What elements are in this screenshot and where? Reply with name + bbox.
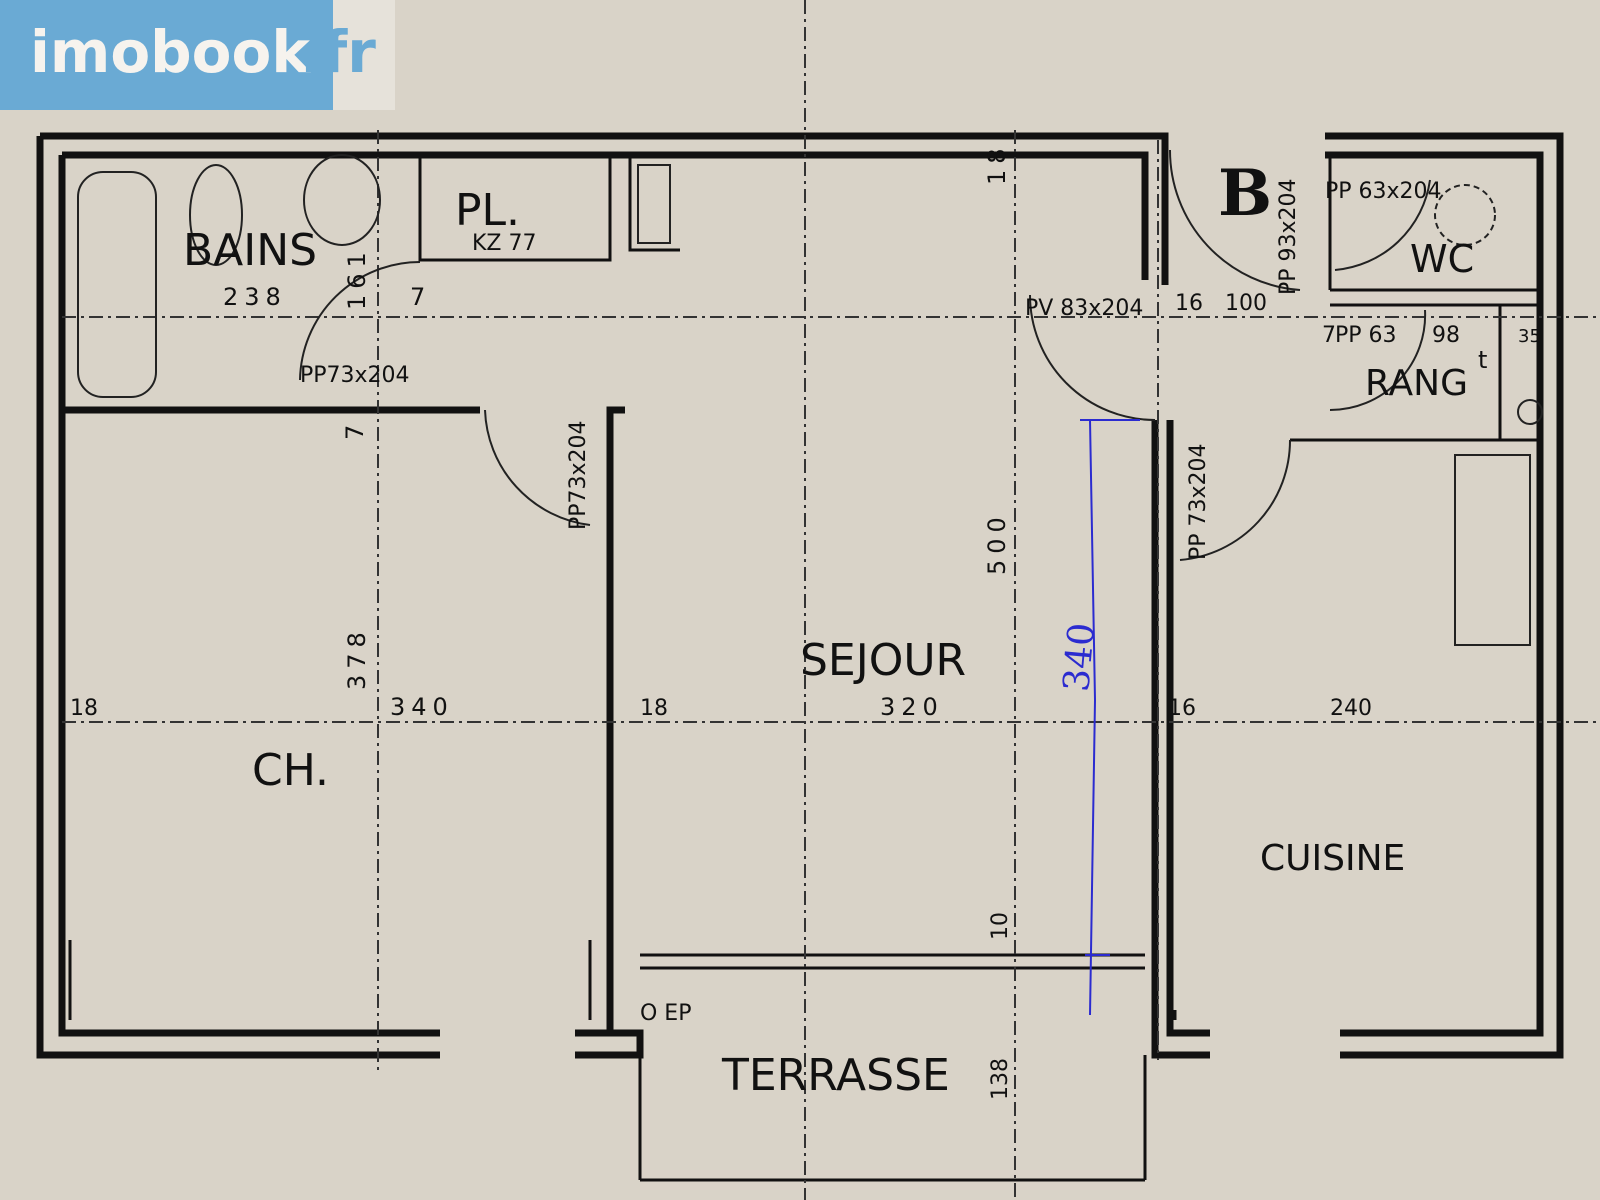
door-swings: [299, 149, 1431, 561]
dim-sejour-width: 320: [880, 693, 944, 721]
dim-bains-width: 238: [223, 283, 287, 311]
room-label-chambre: CH.: [252, 745, 329, 796]
boiler-icon: [637, 164, 671, 244]
room-label-rangement-sup: t: [1478, 346, 1487, 374]
door-label-hall: PP 93x204: [1276, 178, 1301, 295]
dim-wall-7c: 7: [1322, 323, 1336, 348]
fixtures: [77, 154, 1543, 646]
dim-cuisine-width: 240: [1330, 696, 1372, 721]
dim-wall-7b: 7: [341, 419, 369, 440]
dim-chambre-width: 340: [390, 693, 454, 721]
room-label-terrasse: TERRASSE: [721, 1050, 950, 1101]
dim-wall-7a: 7: [410, 283, 431, 311]
dim-rang-98: 98: [1432, 323, 1460, 348]
room-label-sejour: SEJOUR: [800, 635, 966, 686]
dim-rang-35: 35: [1518, 326, 1541, 347]
entry-marker: B: [1218, 156, 1272, 231]
room-label-cuisine: CUISINE: [1260, 838, 1405, 879]
door-label-cuisine: PP 73x204: [1186, 443, 1211, 560]
washbasin-icon: [303, 154, 381, 246]
sink-icon: [1454, 454, 1531, 646]
door-label-placard: KZ 77: [472, 231, 537, 256]
dim-hall-16: 16: [1175, 291, 1203, 316]
walls: [36, 132, 1564, 1182]
dim-chambre-depth: 378: [343, 626, 371, 690]
door-label-chambre: PP73x204: [566, 420, 591, 530]
bathtub-icon: [77, 171, 157, 398]
dim-terrace-10: 10: [988, 912, 1013, 940]
dim-terrace-depth: 138: [988, 1058, 1013, 1100]
logo-tld: .fr: [300, 18, 376, 86]
room-label-rangement: RANG: [1365, 363, 1468, 404]
door-label-entry: PV 83x204: [1025, 296, 1143, 321]
label-ep: O EP: [640, 1001, 691, 1026]
dim-left-18: 18: [70, 696, 98, 721]
dim-sejour-depth: 500: [983, 511, 1011, 575]
room-label-placard: PL.: [455, 185, 520, 236]
dim-hall-100: 100: [1225, 291, 1267, 316]
dim-bains-depth: 161: [343, 246, 371, 310]
room-label-wc: WC: [1410, 237, 1474, 281]
handwritten-dimension: 340: [1056, 621, 1103, 693]
logo-brand: imobook: [30, 18, 310, 86]
door-label-rangement: PP 63: [1335, 323, 1397, 348]
bidet-icon: [189, 164, 243, 266]
appliance-icon: [1517, 399, 1543, 425]
dim-mid-18: 18: [640, 696, 668, 721]
imobook-logo: imobook .fr: [0, 0, 395, 110]
door-label-bains: PP73x204: [300, 363, 410, 388]
logo-tld-bg: [333, 0, 395, 110]
pen-annotation-line: [1080, 419, 1140, 1016]
dim-right-16: 16: [1168, 696, 1196, 721]
toilet-icon: [1434, 184, 1496, 246]
door-label-wc: PP 63x204: [1325, 179, 1442, 204]
dim-top-18: 18: [983, 142, 1011, 185]
room-label-bains: BAINS: [183, 225, 317, 276]
